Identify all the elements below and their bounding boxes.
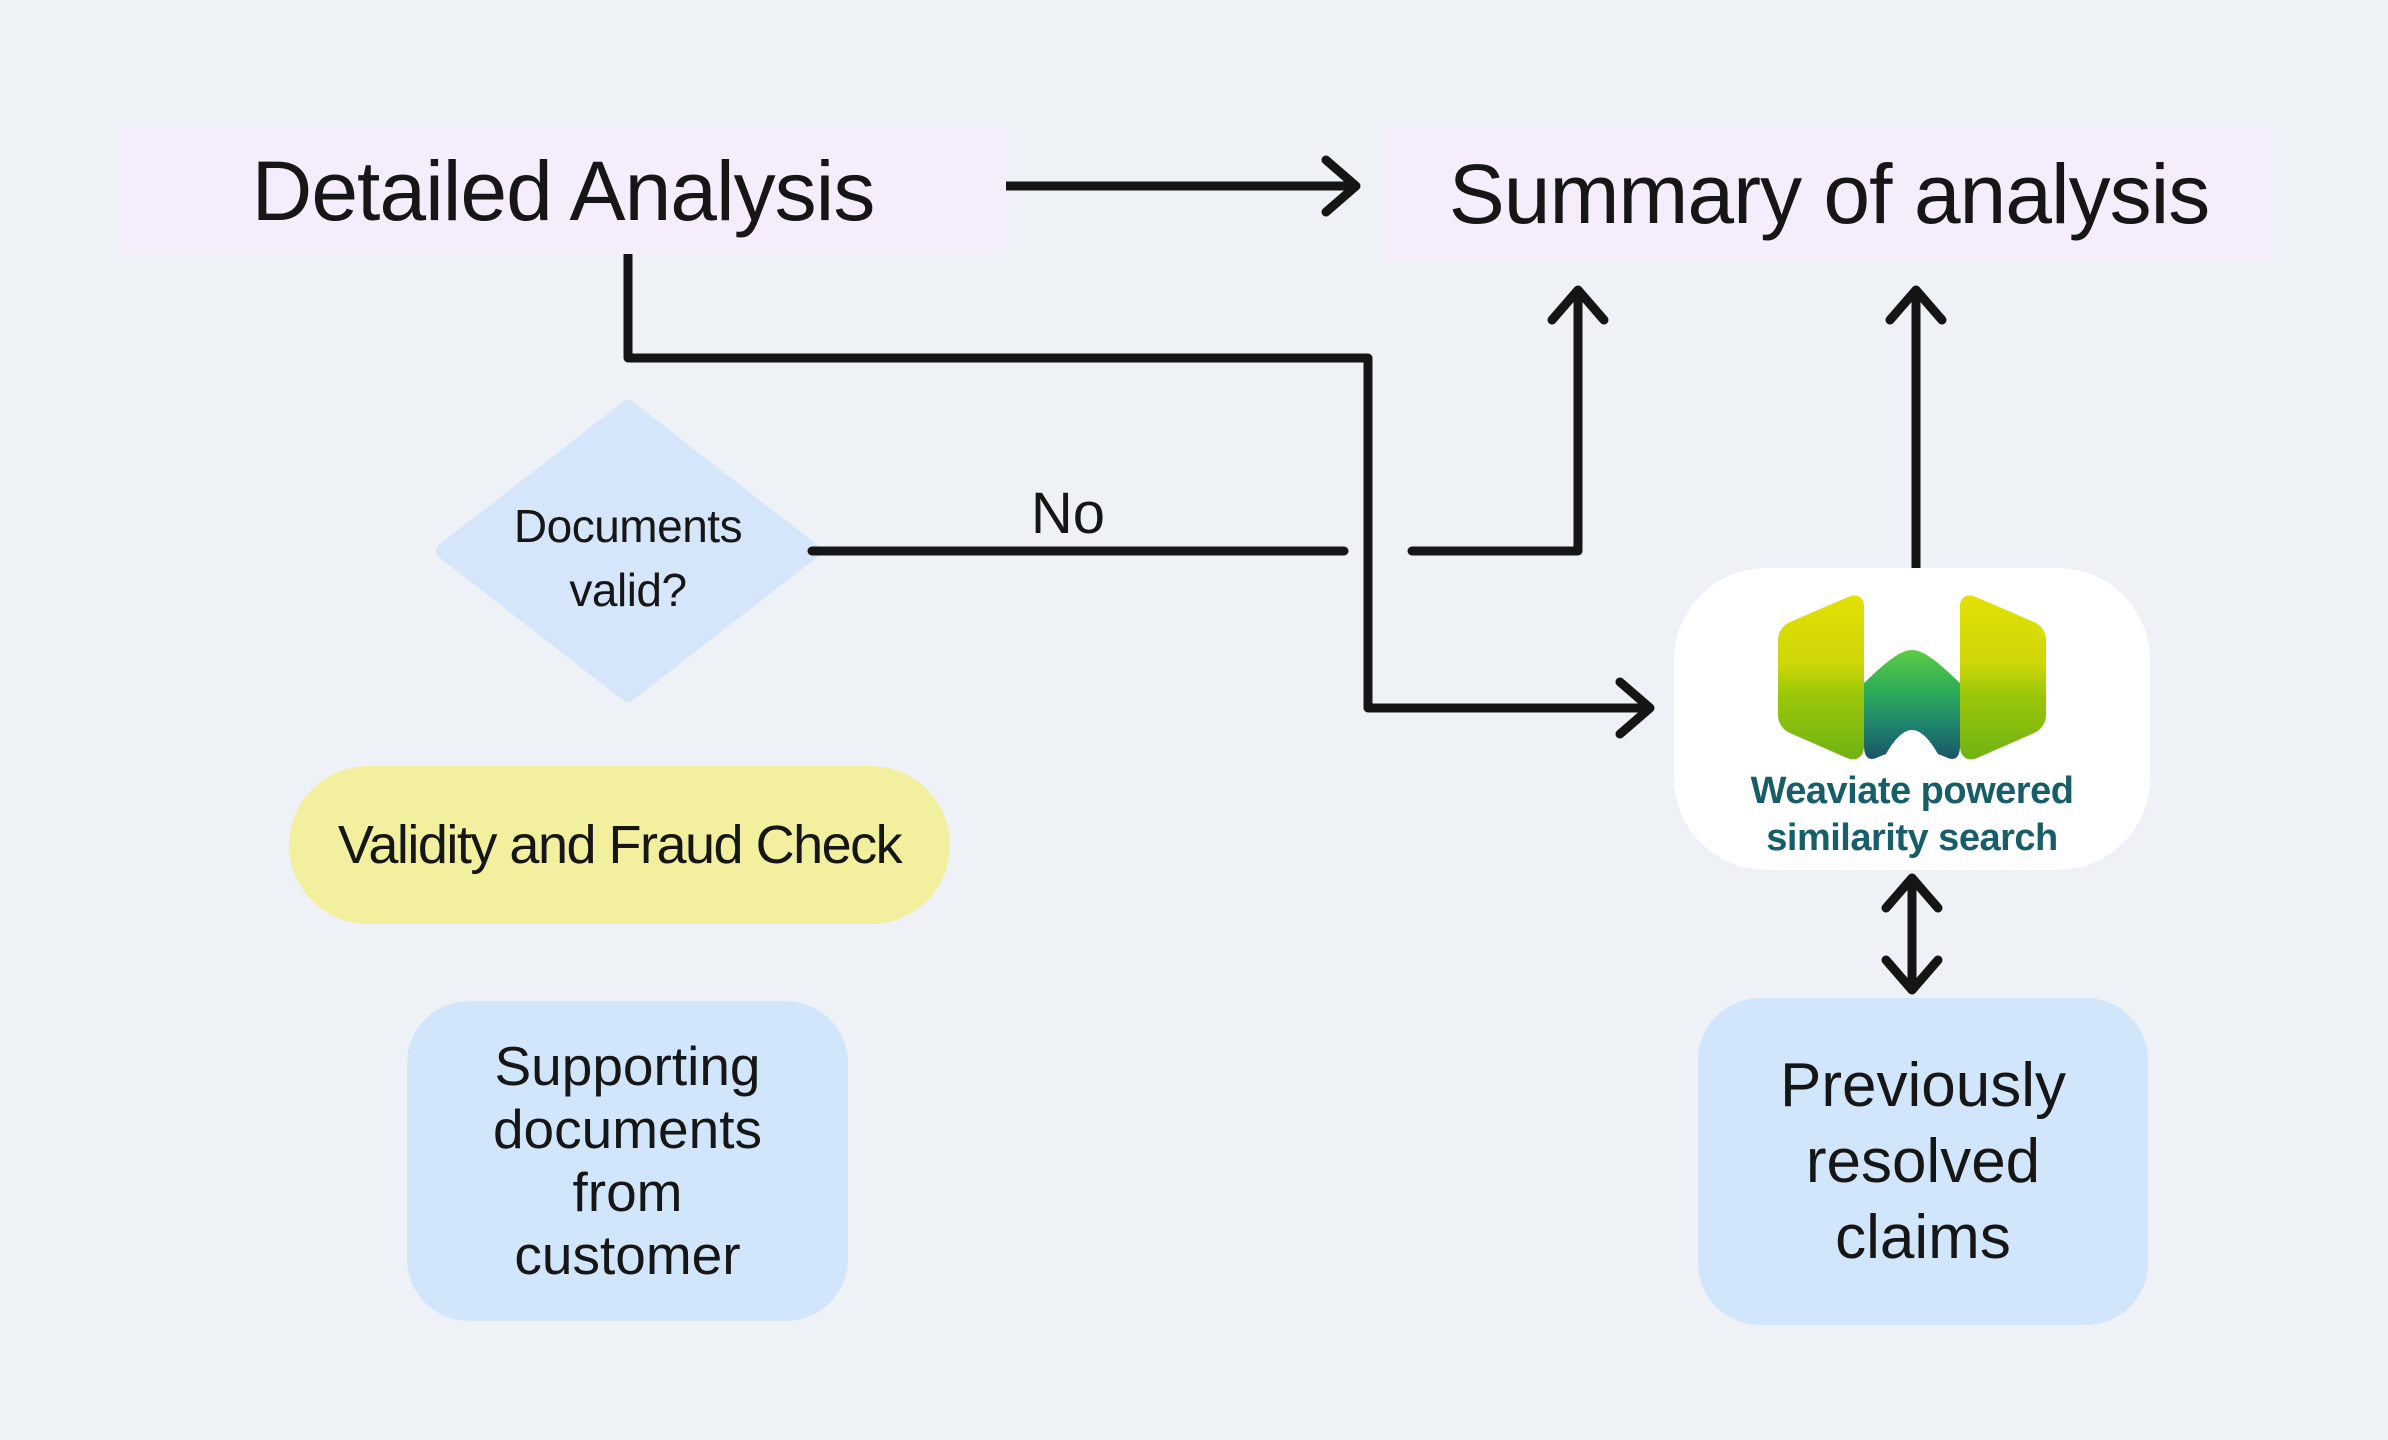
node-detailed-analysis: Detailed Analysis xyxy=(120,128,1006,254)
arrow-detailed-to-weaviate xyxy=(623,248,1649,713)
supporting-documents-line4: customer xyxy=(514,1224,741,1286)
arrow-no-head xyxy=(1547,285,1609,325)
previously-resolved-line1: Previously xyxy=(1780,1050,2066,1120)
documents-valid-line1: Documents xyxy=(513,500,743,552)
weaviate-caption-line1: Weaviate powered xyxy=(1750,770,2074,812)
arrow-weaviate-to-summary-head xyxy=(1885,285,1947,325)
detailed-analysis-label: Detailed Analysis xyxy=(251,143,876,238)
supporting-documents-line1: Supporting xyxy=(494,1035,761,1097)
node-previously-resolved-claims: Previously resolved claims xyxy=(1698,998,2148,1325)
node-documents-valid-label: Documents valid? xyxy=(458,492,798,624)
documents-valid-diamond xyxy=(436,400,820,702)
edge-label-no: No xyxy=(948,478,1188,548)
supporting-documents-line3: from xyxy=(572,1161,683,1223)
supporting-documents-line2: documents xyxy=(492,1098,763,1160)
arrow-detailed-to-weaviate-head xyxy=(1615,677,1655,739)
summary-of-analysis-label: Summary of analysis xyxy=(1448,146,2211,241)
node-summary-of-analysis: Summary of analysis xyxy=(1386,128,2272,260)
arrow-detailed-to-summary-head xyxy=(1321,155,1361,217)
weaviate-caption: Weaviate powered similarity search xyxy=(1751,768,2074,862)
validity-fraud-check-label: Validity and Fraud Check xyxy=(337,815,903,875)
weaviate-caption-line2: similarity search xyxy=(1766,817,2058,859)
weaviate-logo-band xyxy=(1864,650,1960,759)
previously-resolved-line3: claims xyxy=(1835,1202,2011,1272)
node-weaviate-similarity-search: Weaviate powered similarity search xyxy=(1674,568,2150,870)
weaviate-logo-icon xyxy=(1778,595,2046,760)
documents-valid-line2: valid? xyxy=(569,564,687,616)
previously-resolved-line2: resolved xyxy=(1805,1126,2041,1196)
arrow-weaviate-claims-head-up xyxy=(1881,873,1943,913)
weaviate-logo-left-slab xyxy=(1778,595,1864,760)
node-validity-fraud-check: Validity and Fraud Check xyxy=(289,766,950,924)
no-label-text: No xyxy=(1030,480,1106,546)
arrow-no-segment-2 xyxy=(1407,291,1583,556)
node-supporting-documents: Supporting documents from customer xyxy=(407,1001,848,1321)
weaviate-logo-right-slab xyxy=(1960,595,2046,760)
arrow-weaviate-claims-head-down xyxy=(1881,955,1943,995)
